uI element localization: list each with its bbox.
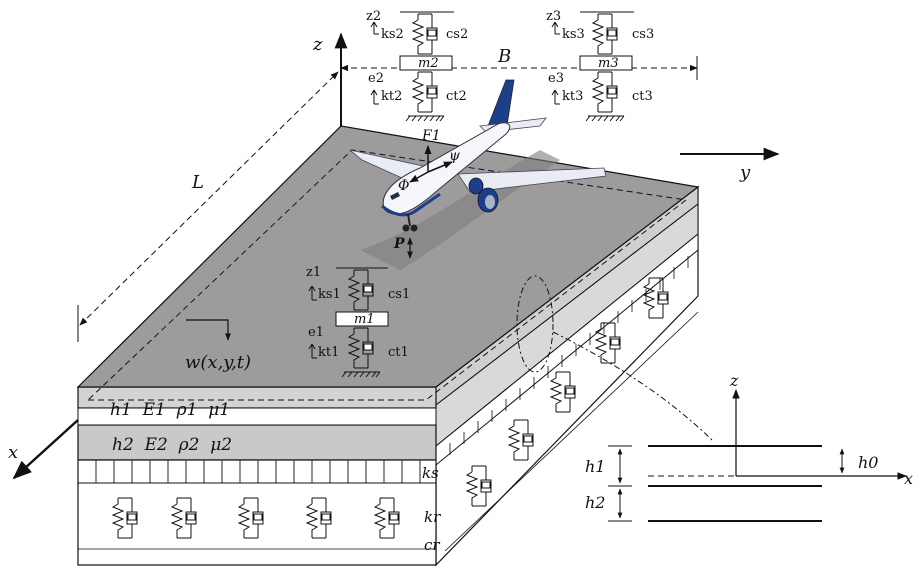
gear1-kt: kt1 — [318, 345, 339, 360]
dimension-l-line — [79, 71, 339, 326]
section-x-label: x — [904, 469, 913, 488]
gear1-ks: ks1 — [318, 287, 341, 302]
gear3-m: m3 — [598, 56, 619, 71]
gear2-ks: ks2 — [381, 27, 404, 42]
section-h1-label: h1 — [585, 457, 605, 476]
gear3-ct: ct3 — [632, 89, 653, 104]
dimension-l-label: L — [191, 172, 204, 193]
base-layer-front — [77, 424, 437, 461]
section-detail: z x h1 h2 h0 — [585, 371, 913, 522]
gear1-ct: ct1 — [388, 345, 409, 360]
section-h0-label: h0 — [858, 453, 878, 472]
gear1-z: z1 — [306, 265, 321, 280]
gear3-suspension: z3 ks3 cs3 m3 e3 kt3 ct3 — [546, 9, 654, 122]
gear2-z: z2 — [366, 9, 381, 24]
gear3-ks: ks3 — [562, 27, 585, 42]
gear2-e: e2 — [368, 71, 384, 86]
detail-marker — [516, 275, 554, 373]
gear2-ct: ct2 — [446, 89, 467, 104]
aircraft-load-label: P — [393, 236, 405, 252]
gear1-suspension: z1 ks1 cs1 m1 e1 kt1 ct1 — [306, 265, 410, 378]
gear2-suspension: z2 ks2 cs2 m2 e2 kt2 ct2 — [366, 9, 468, 122]
ks-label: ks — [422, 464, 439, 482]
aircraft-roll-label: Φ — [398, 178, 409, 194]
layer1-params: h1 E1 ρ1 μ1 — [110, 400, 230, 420]
y-axis-label: y — [739, 162, 751, 183]
deflection-label: w(x,y,t) — [185, 352, 251, 373]
gear3-z: z3 — [546, 9, 561, 24]
gear1-m: m1 — [354, 312, 375, 327]
aircraft — [349, 79, 607, 270]
pavement-front-face — [77, 386, 437, 566]
cr-label: cr — [424, 536, 440, 554]
x-axis — [12, 419, 79, 480]
gear2-m: m2 — [418, 56, 439, 71]
aircraft-force-label: F1 — [421, 128, 441, 144]
section-z-label: z — [729, 371, 739, 390]
gear3-e: e3 — [548, 71, 564, 86]
dimension-b-label: B — [497, 46, 511, 67]
gear2-cs: cs2 — [446, 27, 468, 42]
pavement-side-face — [435, 185, 699, 567]
aircraft-pitch-label: ψ — [449, 148, 461, 164]
gear2-kt: kt2 — [381, 89, 402, 104]
kr-label: kr — [424, 508, 441, 526]
gear1-cs: cs1 — [388, 287, 410, 302]
section-h2-label: h2 — [585, 493, 605, 512]
z-axis-label: z — [312, 34, 323, 55]
layer2-params: h2 E2 ρ2 μ2 — [112, 435, 232, 455]
gear3-cs: cs3 — [632, 27, 654, 42]
x-axis-label: x — [8, 442, 18, 463]
gear1-e: e1 — [308, 325, 324, 340]
gear3-kt: kt3 — [562, 89, 583, 104]
